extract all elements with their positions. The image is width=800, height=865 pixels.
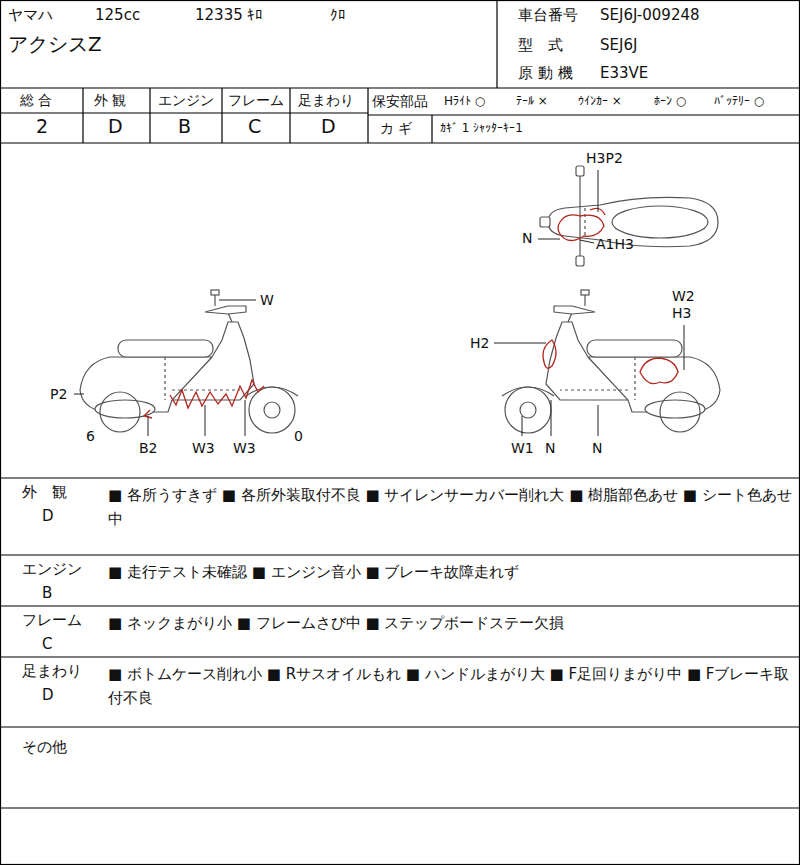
section-label: 足まわり xyxy=(22,662,82,681)
color: ｸﾛ xyxy=(330,6,346,25)
damage-code: W1 xyxy=(511,440,534,458)
damage-code: N xyxy=(592,440,602,458)
section-label: 外 観 xyxy=(22,483,67,502)
safety-item: ｳｲﾝｶｰ × xyxy=(578,94,622,109)
safety-item: ﾊﾞｯﾃﾘｰ ○ xyxy=(714,94,764,109)
grade-value: D xyxy=(108,115,123,139)
field-value: SEJ6J xyxy=(600,36,637,55)
section-grade: B xyxy=(42,584,52,603)
grade-value: B xyxy=(178,115,191,139)
field-value: SEJ6J-009248 xyxy=(600,6,700,25)
grade-value: D xyxy=(321,115,336,139)
key-info: ｶｷﾞ 1 ｼｬｯﾀｰｷｰ1 xyxy=(440,121,523,136)
model-name: アクシスZ xyxy=(8,32,102,57)
mileage: 12335 ｷﾛ xyxy=(195,6,264,25)
field-label: 車台番号 xyxy=(518,6,578,25)
damage-marks xyxy=(144,208,678,418)
damage-code: W2 xyxy=(672,288,695,306)
grade-header: フレーム xyxy=(228,92,284,110)
section-grade: D xyxy=(42,686,54,705)
remark-text: ■ 各所うすきず ■ 各所外装取付不良 ■ サイレンサーカバー削れ大 ■ 樹脂部… xyxy=(108,483,793,531)
scooter-left-view xyxy=(80,290,298,433)
field-value: E33VE xyxy=(600,64,648,83)
scooter-right-view xyxy=(502,290,720,433)
damage-code: P2 xyxy=(50,386,67,404)
damage-code: N xyxy=(522,230,532,248)
field-label: カ ギ xyxy=(380,120,412,138)
remark-text: ■ ボトムケース削れ小 ■ Rサスオイルもれ ■ ハンドルまがり大 ■ F足回り… xyxy=(108,662,793,710)
grade-value: C xyxy=(248,115,261,139)
safety-item: ﾎｰﾝ ○ xyxy=(654,94,686,109)
scooter-top-view xyxy=(540,166,718,266)
damage-code: B2 xyxy=(139,440,158,458)
section-label: エンジン xyxy=(22,560,82,579)
damage-code: W3 xyxy=(192,440,215,458)
safety-item: ﾃｰﾙ × xyxy=(516,94,548,109)
damage-code: W3 xyxy=(233,440,256,458)
section-label: フレーム xyxy=(22,611,82,630)
damage-code: 0 xyxy=(294,428,303,446)
grade-header: 足まわり xyxy=(298,92,354,110)
section-label: その他 xyxy=(22,738,67,757)
damage-code: H3P2 xyxy=(586,150,623,168)
damage-code: H2 xyxy=(470,335,489,353)
grade-header: 総 合 xyxy=(20,92,52,110)
remark-text: ■ ネックまがり小 ■ フレームさび中 ■ ステップボードステー欠損 xyxy=(108,611,793,635)
field-label: 保安部品 xyxy=(372,93,428,111)
field-label: 原 動 機 xyxy=(518,64,573,83)
damage-code: W xyxy=(260,292,274,310)
maker: ヤマハ xyxy=(8,6,53,25)
damage-code: N xyxy=(545,440,555,458)
damage-code: 6 xyxy=(86,428,95,446)
damage-code: H3 xyxy=(672,305,691,323)
field-label: 型 式 xyxy=(518,36,563,55)
displacement: 125cc xyxy=(95,6,140,25)
damage-code: A1H3 xyxy=(596,236,634,254)
section-grade: D xyxy=(42,507,54,526)
section-grade: C xyxy=(42,635,52,654)
remark-text: ■ 走行テスト未確認 ■ エンジン音小 ■ ブレーキ故障走れず xyxy=(108,560,793,584)
grade-header: エンジン xyxy=(158,92,214,110)
grade-header: 外 観 xyxy=(94,92,126,110)
safety-item: Hﾗｲﾄ ○ xyxy=(444,94,485,109)
leader-lines xyxy=(74,170,684,436)
grade-value: 2 xyxy=(36,115,48,139)
